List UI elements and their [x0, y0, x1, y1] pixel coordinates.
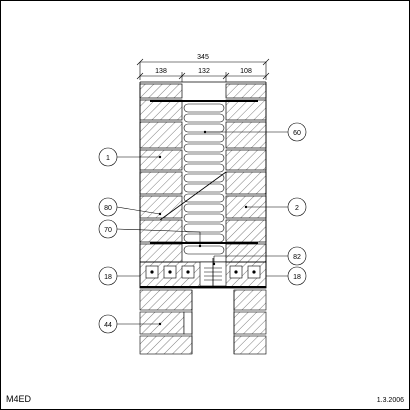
svg-text:2: 2: [295, 205, 299, 212]
dimension-total: 345: [197, 54, 209, 61]
callout-60: 60: [287, 122, 307, 142]
dimension-segment-middle: 132: [198, 68, 210, 75]
dimension-lines: [136, 58, 270, 82]
leader-dots: [158, 130, 248, 326]
callout-80: 80: [98, 197, 118, 217]
svg-text:18: 18: [293, 274, 301, 281]
insulation-core: [183, 84, 225, 262]
drawing-date: 1.3.2006: [376, 397, 404, 404]
svg-text:70: 70: [104, 227, 112, 234]
leader-lines: [116, 131, 288, 325]
diagonal-tie: [159, 171, 227, 221]
right-masonry-blocks: [225, 83, 267, 263]
svg-text:18: 18: [104, 274, 112, 281]
callout-70: 70: [98, 219, 118, 239]
callout-82: 82: [287, 246, 307, 266]
svg-text:1: 1: [106, 155, 110, 162]
lower-masonry: [139, 289, 267, 355]
callout-18-left: 18: [98, 266, 118, 286]
callout-18-right: 18: [287, 266, 307, 286]
svg-text:44: 44: [104, 322, 112, 329]
ring-beam: [139, 258, 267, 289]
svg-text:80: 80: [104, 205, 112, 212]
callout-1: 1: [98, 147, 118, 167]
callout-2: 2: [287, 197, 307, 217]
svg-text:60: 60: [293, 130, 301, 137]
dimension-segment-left: 138: [155, 68, 167, 75]
dimension-segment-right: 108: [240, 68, 252, 75]
drawing-code: M4ED: [6, 394, 32, 404]
reinforcement-bars: [150, 100, 258, 244]
svg-text:82: 82: [293, 254, 301, 261]
callout-44: 44: [98, 314, 118, 334]
left-masonry-blocks: [139, 83, 183, 263]
